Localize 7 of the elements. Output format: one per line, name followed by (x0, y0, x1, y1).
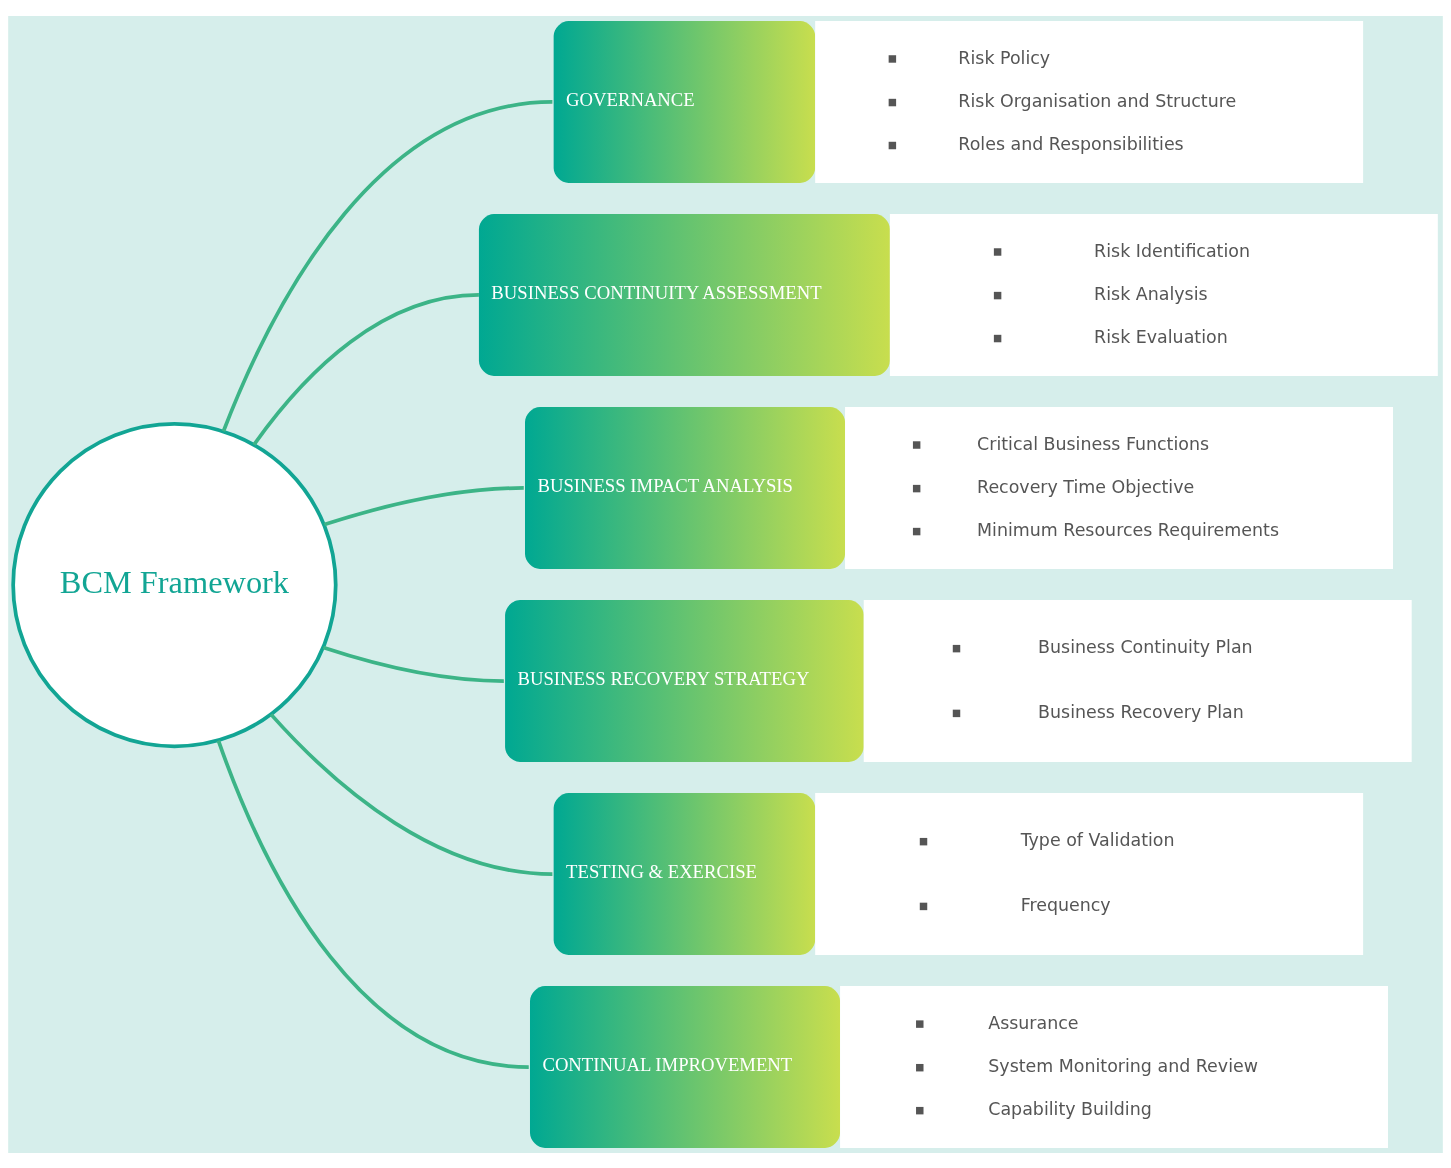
connector (216, 739, 529, 1069)
connector (252, 292, 480, 446)
connector (221, 99, 553, 432)
connector (322, 645, 504, 683)
connector (323, 485, 524, 526)
connector (269, 712, 553, 876)
node-circle: BCM Framework (11, 421, 338, 748)
